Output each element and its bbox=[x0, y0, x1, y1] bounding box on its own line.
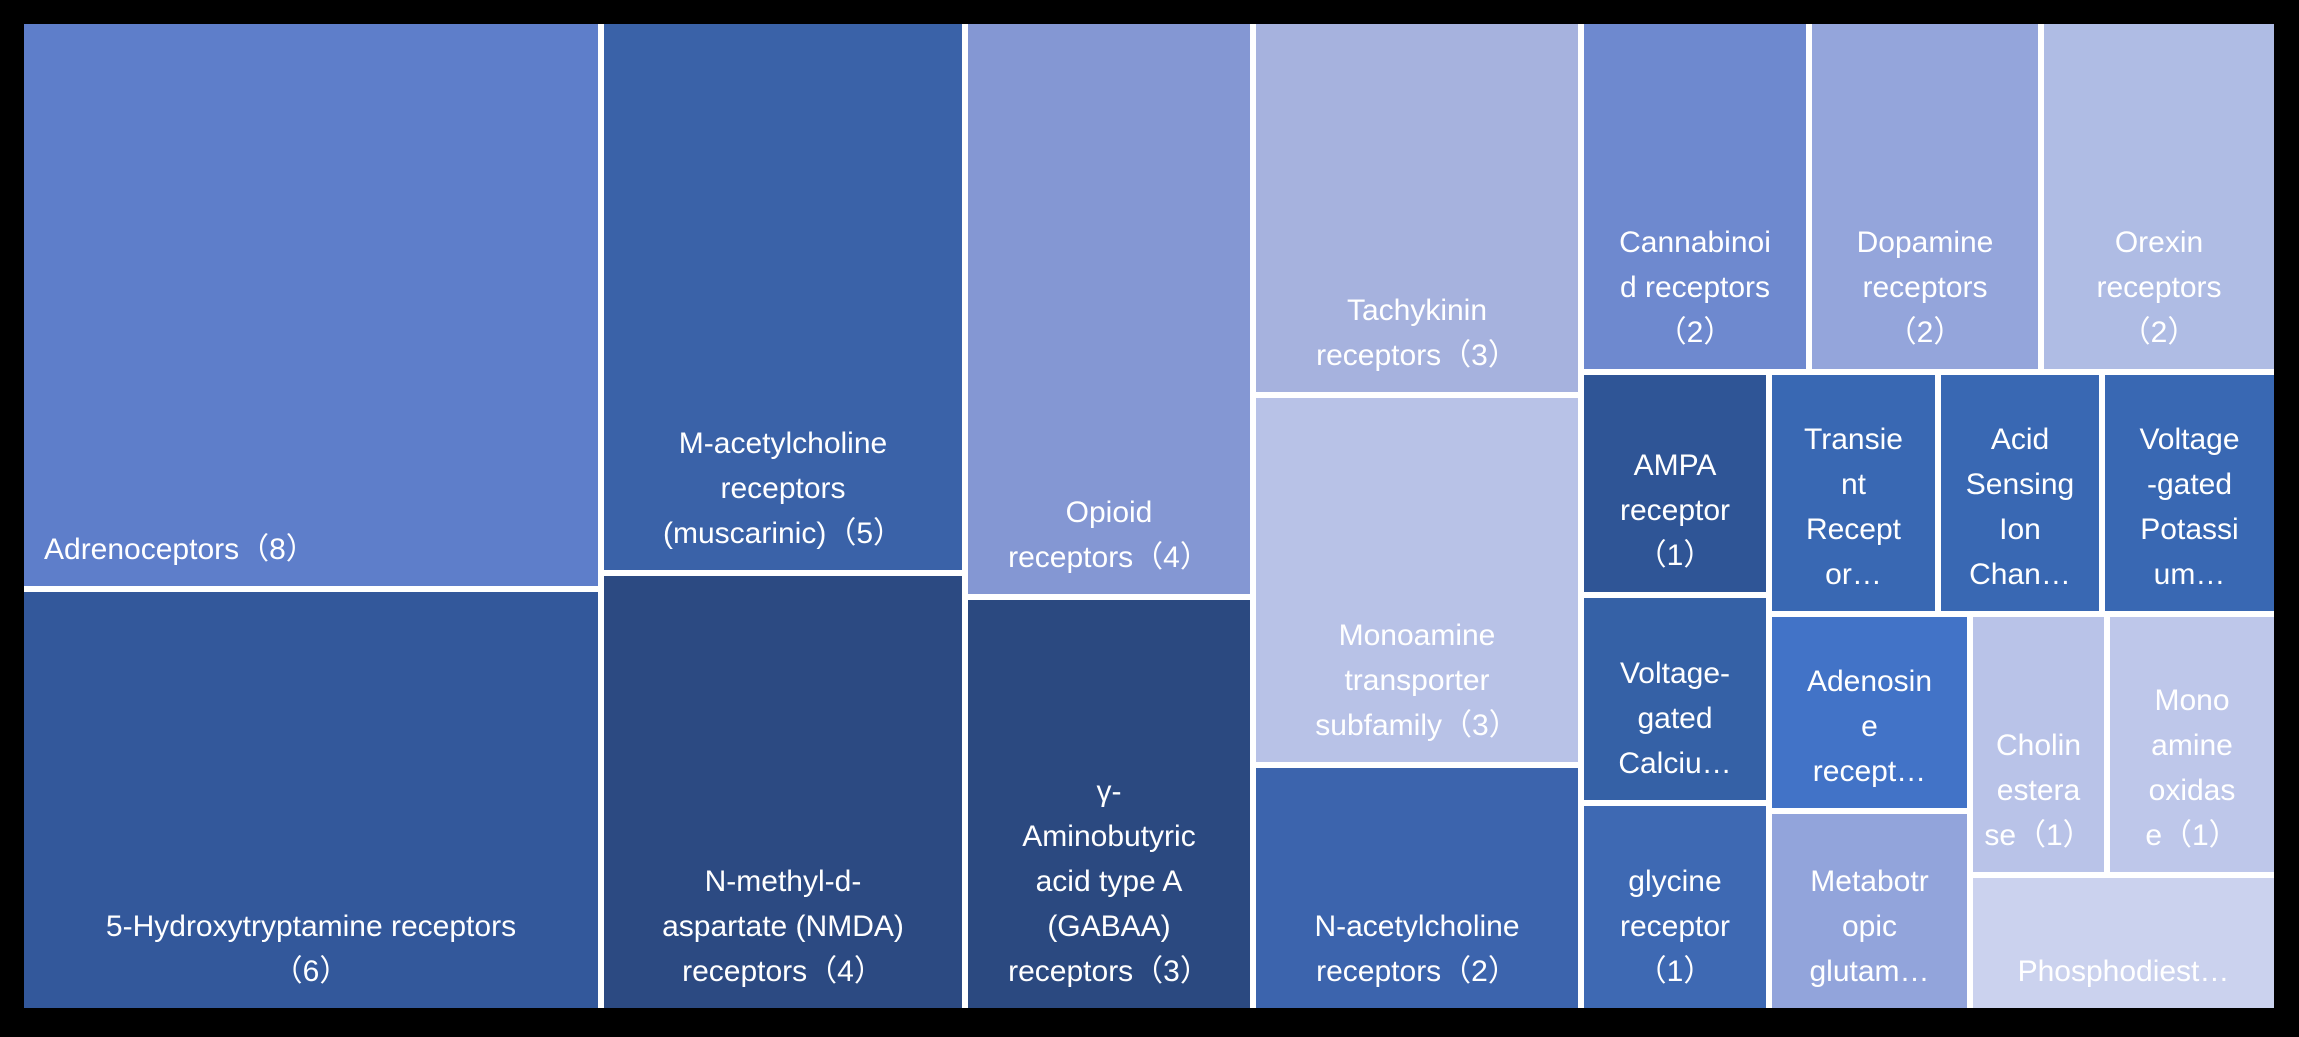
treemap-cell-label: Monoamine transporter subfamily（3） bbox=[1315, 619, 1519, 742]
treemap: Adrenoceptors（8） 5-Hydroxytryptamine rece… bbox=[24, 24, 2274, 1008]
treemap-cell-label: Metabotr opic glutam… bbox=[1809, 865, 1930, 988]
treemap-cell-label: M-acetylcholine receptors (muscarinic)（5… bbox=[662, 427, 904, 550]
treemap-cell-gabaa-receptors[interactable]: γ- Aminobutyric acid type A (GABAA) rece… bbox=[968, 600, 1250, 1008]
treemap-cell-label: Opioid receptors（4） bbox=[1008, 496, 1210, 574]
treemap-cell-glycine-receptor[interactable]: glycine receptor （1） bbox=[1584, 806, 1766, 1008]
treemap-cell-label: Cannabinoi d receptors （2） bbox=[1619, 226, 1771, 349]
treemap-cell-monoamine-oxidase[interactable]: Mono amine oxidas e（1） bbox=[2110, 617, 2274, 872]
treemap-cell-label: Orexin receptors （2） bbox=[2096, 226, 2222, 349]
treemap-cell-metabotropic-glutamate[interactable]: Metabotr opic glutam… bbox=[1772, 814, 1967, 1008]
treemap-cell-tachykinin-receptors[interactable]: Tachykinin receptors（3） bbox=[1256, 24, 1578, 392]
treemap-cell-label: Mono amine oxidas e（1） bbox=[2145, 684, 2239, 852]
treemap-cell-voltage-gated-calcium[interactable]: Voltage- gated Calciu… bbox=[1584, 598, 1766, 800]
treemap-cell-cholinesterase[interactable]: Cholin estera se（1） bbox=[1973, 617, 2104, 872]
treemap-cell-label: N-methyl-d- aspartate (NMDA) receptors（4… bbox=[662, 865, 904, 988]
treemap-cell-n-acetylcholine-receptors[interactable]: N-acetylcholine receptors（2） bbox=[1256, 768, 1578, 1008]
treemap-cell-opioid-receptors[interactable]: Opioid receptors（4） bbox=[968, 24, 1250, 594]
treemap-cell-monoamine-transporter-subfamily[interactable]: Monoamine transporter subfamily（3） bbox=[1256, 398, 1578, 762]
treemap-cell-label: Phosphodiest… bbox=[2017, 955, 2230, 988]
treemap-cell-label: Adenosin e recept… bbox=[1806, 665, 1933, 788]
treemap-cell-cannabinoid-receptors[interactable]: Cannabinoi d receptors （2） bbox=[1584, 24, 1806, 369]
treemap-cell-label: AMPA receptor （1） bbox=[1619, 449, 1731, 572]
treemap-cell-adrenoceptors[interactable]: Adrenoceptors（8） bbox=[24, 24, 598, 586]
treemap-cell-ampa-receptor[interactable]: AMPA receptor （1） bbox=[1584, 375, 1766, 592]
treemap-cell-label: Cholin estera se（1） bbox=[1984, 729, 2093, 852]
treemap-cell-label: Acid Sensing Ion Chan… bbox=[1965, 423, 2075, 591]
treemap-cell-dopamine-receptors[interactable]: Dopamine receptors （2） bbox=[1812, 24, 2038, 369]
treemap-cell-transient-receptor[interactable]: Transie nt Recept or… bbox=[1772, 375, 1935, 611]
treemap-cell-5-hydroxytryptamine-receptors[interactable]: 5-Hydroxytryptamine receptors （6） bbox=[24, 592, 598, 1008]
treemap-cell-label: γ- Aminobutyric acid type A (GABAA) rece… bbox=[1008, 775, 1210, 988]
treemap-cell-phosphodiesterase[interactable]: Phosphodiest… bbox=[1973, 878, 2274, 1008]
treemap-cell-label: Voltage- gated Calciu… bbox=[1618, 657, 1732, 780]
treemap-cell-label: Voltage -gated Potassi um… bbox=[2139, 423, 2240, 591]
treemap-cell-label: 5-Hydroxytryptamine receptors （6） bbox=[105, 910, 517, 988]
treemap-cell-m-acetylcholine-receptors[interactable]: M-acetylcholine receptors (muscarinic)（5… bbox=[604, 24, 962, 570]
treemap-cell-adenosine-receptor[interactable]: Adenosin e recept… bbox=[1772, 617, 1967, 808]
treemap-cell-label: Transie nt Recept or… bbox=[1804, 423, 1903, 591]
treemap-cell-label: Adrenoceptors（8） bbox=[44, 533, 316, 566]
treemap-cell-label: glycine receptor （1） bbox=[1619, 865, 1731, 988]
treemap-cell-orexin-receptors[interactable]: Orexin receptors （2） bbox=[2044, 24, 2274, 369]
treemap-cell-nmda-receptors[interactable]: N-methyl-d- aspartate (NMDA) receptors（4… bbox=[604, 576, 962, 1008]
treemap-cell-acid-sensing-ion-channel[interactable]: Acid Sensing Ion Chan… bbox=[1941, 375, 2099, 611]
treemap-cell-voltage-gated-potassium[interactable]: Voltage -gated Potassi um… bbox=[2105, 375, 2274, 611]
treemap-cell-label: Tachykinin receptors（3） bbox=[1316, 294, 1518, 372]
treemap-cell-label: Dopamine receptors （2） bbox=[1856, 226, 1994, 349]
treemap-cell-label: N-acetylcholine receptors（2） bbox=[1314, 910, 1520, 988]
